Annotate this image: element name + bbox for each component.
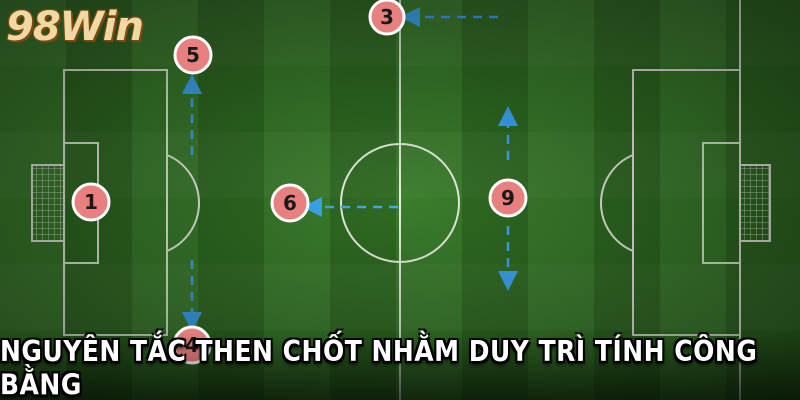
- player-token-9: 9: [488, 178, 528, 218]
- caption-banner: NGUYÊN TẮC THEN CHỐT NHẰM DUY TRÌ TÍNH C…: [0, 334, 758, 400]
- player-token-6: 6: [270, 183, 310, 223]
- player-number-1: 1: [84, 190, 98, 214]
- player-token-5: 5: [173, 35, 213, 75]
- brand-logo[interactable]: 98Win: [6, 4, 144, 50]
- player-token-3: 3: [368, 0, 406, 36]
- player-token-1: 1: [71, 182, 111, 222]
- player-number-5: 5: [186, 43, 200, 67]
- player-number-6: 6: [283, 191, 297, 215]
- caption-backdrop: [0, 330, 800, 400]
- player-number-9: 9: [501, 186, 515, 210]
- player-number-3: 3: [380, 5, 394, 29]
